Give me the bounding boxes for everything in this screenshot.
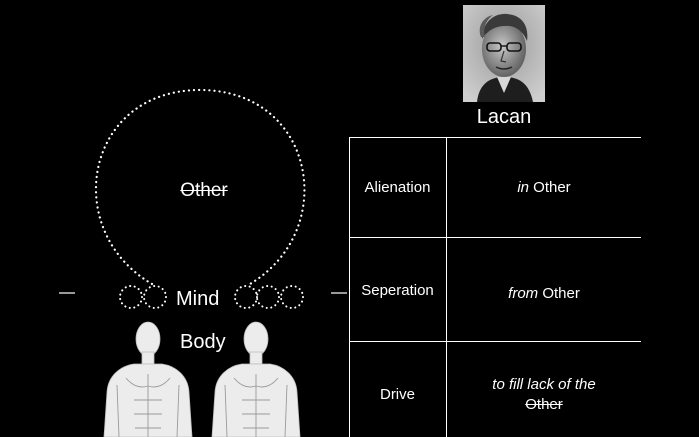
row-1-term: Alienation	[364, 179, 431, 196]
right-dotted-circle-1	[234, 285, 258, 309]
left-dotted-circle-1	[119, 285, 143, 309]
row-1-description-rest: Other	[529, 179, 571, 196]
row-2-term: Seperation	[361, 282, 434, 299]
portrait-caption: Lacan	[476, 106, 532, 128]
row-3-description-strike: Other	[525, 396, 563, 413]
mind-label: Mind	[176, 288, 220, 310]
body-label: Body	[180, 331, 226, 353]
row-2-description-rest: Other	[538, 285, 580, 302]
table-grid-lines	[349, 137, 641, 437]
left-dotted-circle-2	[143, 285, 167, 309]
row-2-description: from Other	[447, 284, 641, 304]
lacan-portrait-image	[463, 5, 545, 102]
lacan-concepts-table: Alienation in Other Seperation from Othe…	[349, 137, 641, 437]
row-2-description-em: from	[508, 285, 539, 302]
right-dotted-circle-3	[280, 285, 304, 309]
other-dotted-circle	[94, 88, 306, 286]
other-label: Other	[180, 180, 228, 201]
row-3-description-em: to fill lack of the	[492, 376, 596, 393]
row-3-term: Drive	[379, 386, 415, 403]
row-1-description-em: in	[517, 179, 529, 196]
right-dotted-circle-2	[256, 285, 280, 309]
row-1-description: in Other	[447, 178, 641, 198]
